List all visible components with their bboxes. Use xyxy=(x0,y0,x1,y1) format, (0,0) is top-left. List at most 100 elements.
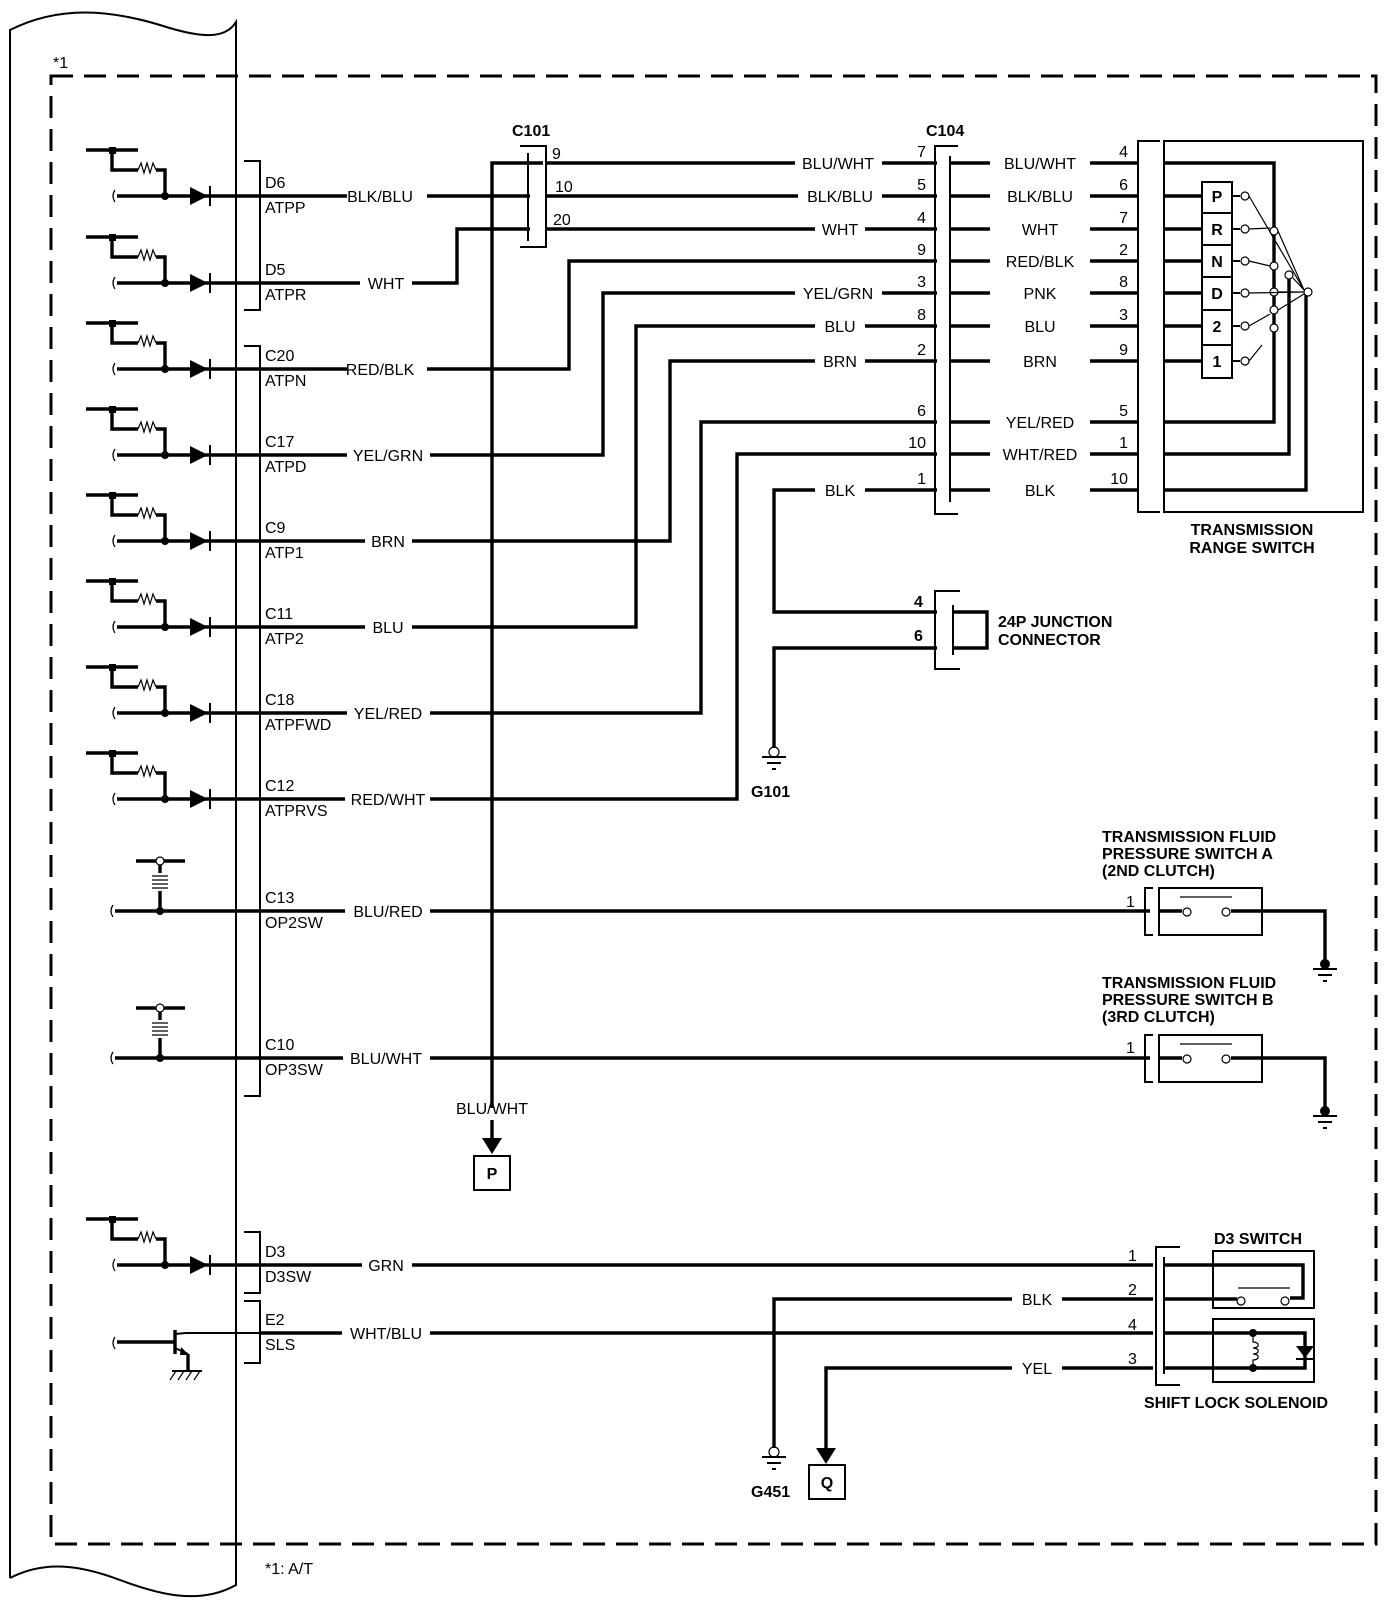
pullup-diode-circuit xyxy=(86,147,260,206)
branch-p-wire-label: BLU/WHT xyxy=(456,1101,528,1118)
ground-g101: G101 xyxy=(751,746,790,801)
d3-connector-pin: 1 xyxy=(1128,1248,1137,1265)
ecm-wire-label: BLU/RED xyxy=(353,904,422,921)
branch-to-p: BLU/WHT P xyxy=(456,1101,528,1191)
range-position: 2 xyxy=(1213,319,1222,336)
ecm-wire-label: WHT/BLU xyxy=(350,1326,422,1343)
footnote: *1: A/T xyxy=(265,1561,313,1578)
range-switch-pin: 5 xyxy=(1119,403,1128,420)
c104-right-wire-label: BLK xyxy=(1025,483,1056,500)
wire-label-blk: BLK xyxy=(1022,1292,1053,1309)
ground-g451: G451 xyxy=(751,1446,790,1501)
ecm-pin-label: C11 xyxy=(265,606,293,623)
transistor-circuit xyxy=(112,1330,260,1381)
range-switch-pin: 7 xyxy=(1119,210,1128,227)
ecm-terminal-name: OP2SW xyxy=(265,915,324,932)
ref-q-label: Q xyxy=(821,1475,833,1492)
wire-label: BLK/BLU xyxy=(807,189,873,206)
c104-right-wire-label: BLU xyxy=(1024,319,1055,336)
ecm-wire-label: BLU/WHT xyxy=(350,1051,422,1068)
ecm-pin-label: C17 xyxy=(265,434,294,451)
range-switch-pin: 2 xyxy=(1119,242,1128,259)
ecm-terminal-name: D3SW xyxy=(265,1269,312,1286)
pullup-diode-circuit xyxy=(86,578,260,637)
wire-label: YEL/GRN xyxy=(803,286,873,303)
range-switch-pin: 1 xyxy=(1119,435,1128,452)
d3-switch-shift-lock-connector: 1 2 4 3 BLK YEL xyxy=(1022,1246,1180,1386)
ecm-wire-label: GRN xyxy=(368,1258,404,1275)
pressure-switch-a-pin: 1 xyxy=(1126,894,1135,911)
c104-pin: 5 xyxy=(917,177,926,194)
arrow-to-q xyxy=(816,1448,836,1464)
c104-pin: 2 xyxy=(917,342,926,359)
ecm-pin-label: C9 xyxy=(265,520,286,537)
branch-to-q: Q xyxy=(808,1464,846,1500)
c104-pin: 3 xyxy=(917,274,926,291)
range-switch-pin: 4 xyxy=(1119,144,1128,161)
range-switch-label: RANGE SWITCH xyxy=(1189,540,1314,557)
ecm-wire-label: WHT xyxy=(368,276,405,293)
ecm-terminal-name: ATPD xyxy=(265,459,306,476)
junction-pin: 4 xyxy=(914,594,923,611)
at-only-boundary: *1 *1: A/T xyxy=(49,55,1378,1578)
junction-pin: 6 xyxy=(914,628,923,645)
d3-switch-label: D3 SWITCH xyxy=(1214,1231,1302,1248)
range-position: 1 xyxy=(1213,354,1222,371)
range-switch-pin: 8 xyxy=(1119,274,1128,291)
range-switch-pin: 9 xyxy=(1119,342,1128,359)
c104-right-wire-label: BRN xyxy=(1023,354,1057,371)
ecm-pin-label: C13 xyxy=(265,890,294,907)
ecm-pin-label: C18 xyxy=(265,692,294,709)
ecm-terminal-name: ATPR xyxy=(265,287,306,304)
range-switch-pin: 3 xyxy=(1119,307,1128,324)
pullup-diode-circuit xyxy=(86,406,260,465)
ground-g451-label: G451 xyxy=(751,1484,790,1501)
pressure-switch-a: TRANSMISSION FLUID PRESSURE SWITCH A (2N… xyxy=(1102,829,1337,982)
ecm-wire-label: YEL/RED xyxy=(354,706,422,723)
pressure-input-circuit xyxy=(110,1003,260,1065)
ground-g101-label: G101 xyxy=(751,784,790,801)
c101-label: C101 xyxy=(512,123,550,140)
ecm-terminal-name: ATP2 xyxy=(265,631,304,648)
d3-connector-pin: 2 xyxy=(1128,1282,1137,1299)
pullup-diode-circuit xyxy=(86,750,260,809)
range-switch-label: TRANSMISSION xyxy=(1191,522,1314,539)
pullup-diode-circuit xyxy=(86,664,260,723)
ecm-terminal-name: ATP1 xyxy=(265,545,304,562)
ecm-terminal-name: OP3SW xyxy=(265,1062,324,1079)
c104-right-wire-label: WHT xyxy=(1022,222,1059,239)
c104-right-wire-label: BLK/BLU xyxy=(1007,189,1073,206)
wires xyxy=(260,161,1153,1464)
ecm-terminal-name: ATPP xyxy=(265,200,306,217)
wire-label-yel: YEL xyxy=(1022,1361,1052,1378)
d3-connector-pin: 3 xyxy=(1128,1351,1137,1368)
c104-pin: 4 xyxy=(917,210,926,227)
ecm-pin-label: C12 xyxy=(265,778,294,795)
ecm-wire-label: YEL/GRN xyxy=(353,448,423,465)
c101-pin: 10 xyxy=(555,179,573,196)
ecm-wire-label: RED/WHT xyxy=(351,792,426,809)
pullup-diode-circuit xyxy=(86,320,260,379)
pullup-diode-circuit xyxy=(86,492,260,551)
c104-right-wire-label: PNK xyxy=(1024,286,1057,303)
junction-label: 24P JUNCTION xyxy=(998,614,1112,631)
c101-pin: 20 xyxy=(553,212,571,229)
d3-switch: D3 SWITCH xyxy=(1164,1231,1315,1309)
pressure-switch-b-label: (3RD CLUTCH) xyxy=(1102,1009,1215,1026)
arrow-to-p xyxy=(482,1138,502,1154)
pressure-switch-a-label: (2ND CLUTCH) xyxy=(1102,863,1215,880)
c101-wire-labels: BLU/WHT BLK/BLU WHT YEL/GRN BLU BRN BLK xyxy=(802,156,874,500)
pressure-switch-b-label: TRANSMISSION FLUID xyxy=(1102,975,1276,992)
range-position: N xyxy=(1211,254,1223,271)
ecm-terminal-name: ATPN xyxy=(265,373,306,390)
ecm-pin-label: D5 xyxy=(265,262,286,279)
ecm-pin-label: E2 xyxy=(265,1312,285,1329)
c101-pin: 9 xyxy=(552,146,561,163)
ref-p-label: P xyxy=(487,1166,498,1183)
footnote-marker: *1 xyxy=(53,55,68,72)
ecm-pin-label: C20 xyxy=(265,348,294,365)
pressure-input-circuit xyxy=(110,856,260,918)
pullup-diode-circuit xyxy=(86,234,260,293)
pressure-switch-b-pin: 1 xyxy=(1126,1040,1135,1057)
